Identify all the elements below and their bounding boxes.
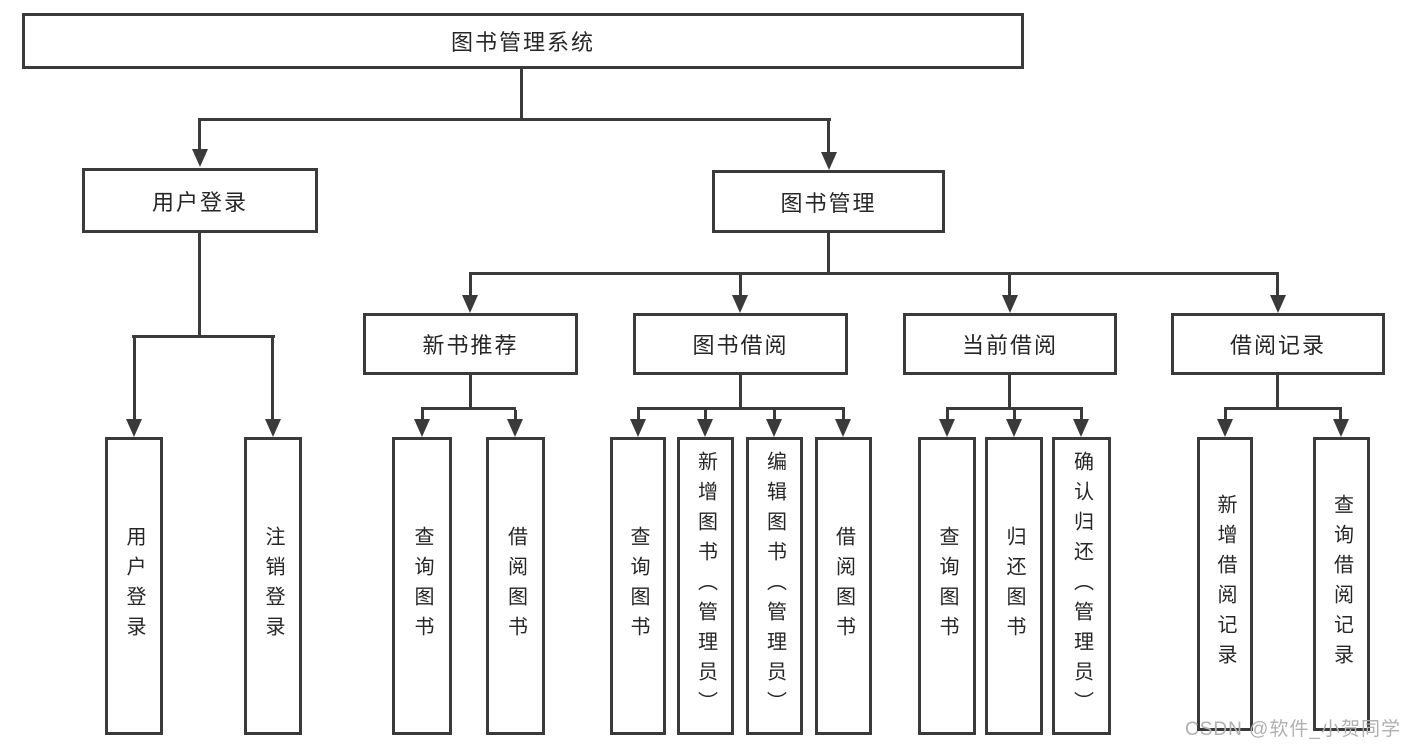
connector-line: [827, 233, 830, 272]
leaf-query-books-2: 查询图书: [610, 437, 666, 735]
node-library-system: 图书管理系统: [22, 13, 1024, 69]
connector-line: [520, 69, 523, 118]
node-label: 图书借阅: [692, 333, 789, 358]
connector-line: [1276, 375, 1279, 407]
connector-line: [1224, 410, 1227, 419]
leaf-user-login: 用户登录: [105, 437, 163, 735]
arrow-down-icon: [697, 419, 713, 437]
node-label: 图书管理: [780, 190, 877, 216]
connector-line: [827, 121, 830, 152]
csdn-watermark: CSDN @软件_小贺同学: [1185, 719, 1401, 740]
leaf-logout: 注销登录: [244, 437, 302, 735]
leaf-query-books-1: 查询图书: [392, 437, 452, 735]
arrow-down-icon: [1270, 295, 1286, 313]
leaf-add-book-admin: 新增图书（管理员）: [677, 437, 734, 735]
connector-line: [637, 410, 640, 419]
node-current-borrowing: 当前借阅: [903, 313, 1117, 375]
connector-line: [1224, 407, 1342, 410]
connector-line: [271, 338, 274, 419]
connector-line: [1339, 410, 1342, 419]
connector-line: [132, 335, 275, 338]
arrow-down-icon: [192, 149, 208, 167]
arrow-down-icon: [766, 419, 782, 437]
connector-line: [946, 407, 1083, 410]
node-label: 查询图书: [627, 526, 649, 646]
node-book-management: 图书管理: [712, 170, 945, 233]
leaf-borrow-books-2: 借阅图书: [815, 437, 872, 735]
arrow-down-icon: [507, 419, 523, 437]
arrow-down-icon: [265, 419, 281, 437]
connector-line: [842, 410, 845, 419]
connector-line: [469, 272, 1279, 275]
connector-line: [133, 338, 136, 419]
node-label: 借阅图书: [832, 526, 855, 646]
arrow-down-icon: [126, 419, 142, 437]
connector-line: [1013, 410, 1016, 419]
connector-line: [773, 410, 776, 419]
node-label: 确认归还（管理员）: [1070, 451, 1093, 721]
connector-line: [946, 410, 949, 419]
node-book-borrowing: 图书借阅: [633, 313, 848, 375]
connector-line: [198, 118, 831, 121]
arrow-down-icon: [462, 295, 478, 313]
arrow-down-icon: [939, 419, 955, 437]
arrow-down-icon: [1073, 419, 1089, 437]
connector-line: [637, 407, 845, 410]
leaf-confirm-return-admin: 确认归还（管理员）: [1052, 437, 1111, 735]
arrow-down-icon: [414, 419, 430, 437]
connector-line: [198, 121, 201, 149]
connector-line: [469, 275, 472, 295]
arrow-down-icon: [821, 152, 837, 170]
node-label: 注销登录: [262, 526, 284, 646]
node-label: 查询图书: [936, 526, 958, 646]
arrow-down-icon: [1006, 419, 1022, 437]
node-user-login: 用户登录: [82, 168, 318, 233]
node-label: 查询图书: [411, 526, 433, 646]
node-label: 新增图书（管理员）: [694, 451, 717, 721]
leaf-query-borrow-record: 查询借阅记录: [1313, 437, 1370, 731]
arrow-down-icon: [732, 295, 748, 313]
node-label: 借阅图书: [504, 526, 527, 646]
connector-line: [198, 233, 201, 335]
node-label: 用户登录: [151, 189, 248, 215]
node-borrow-records: 借阅记录: [1171, 313, 1385, 375]
node-label: 当前借阅: [961, 333, 1058, 358]
connector-line: [739, 275, 742, 295]
node-label: 编辑图书（管理员）: [763, 451, 786, 721]
arrow-down-icon: [835, 419, 851, 437]
node-label: 借阅记录: [1229, 333, 1326, 358]
node-label: 归还图书: [1003, 526, 1025, 646]
connector-line: [1008, 275, 1011, 295]
arrow-down-icon: [1002, 295, 1018, 313]
node-label: 新书推荐: [422, 333, 519, 358]
connector-line: [514, 410, 517, 419]
node-label: 查询借阅记录: [1330, 494, 1353, 674]
leaf-add-borrow-record: 新增借阅记录: [1197, 437, 1253, 731]
arrow-down-icon: [1217, 419, 1233, 437]
connector-line: [1276, 275, 1279, 295]
connector-line: [1080, 410, 1083, 419]
connector-line: [421, 407, 516, 410]
node-new-book-recommend: 新书推荐: [363, 313, 578, 375]
arrow-down-icon: [1333, 419, 1349, 437]
node-label: 用户登录: [123, 526, 145, 646]
connector-line: [421, 410, 424, 419]
leaf-borrow-books-1: 借阅图书: [486, 437, 545, 735]
leaf-return-books: 归还图书: [985, 437, 1043, 735]
leaf-query-books-3: 查询图书: [918, 437, 976, 735]
connector-line: [739, 375, 742, 407]
connector-line: [704, 410, 707, 419]
connector-line: [1008, 375, 1011, 407]
arrow-down-icon: [630, 419, 646, 437]
node-label: 图书管理系统: [450, 30, 595, 55]
connector-line: [469, 375, 472, 407]
node-label: 新增借阅记录: [1214, 494, 1236, 674]
leaf-edit-book-admin: 编辑图书（管理员）: [746, 437, 803, 735]
